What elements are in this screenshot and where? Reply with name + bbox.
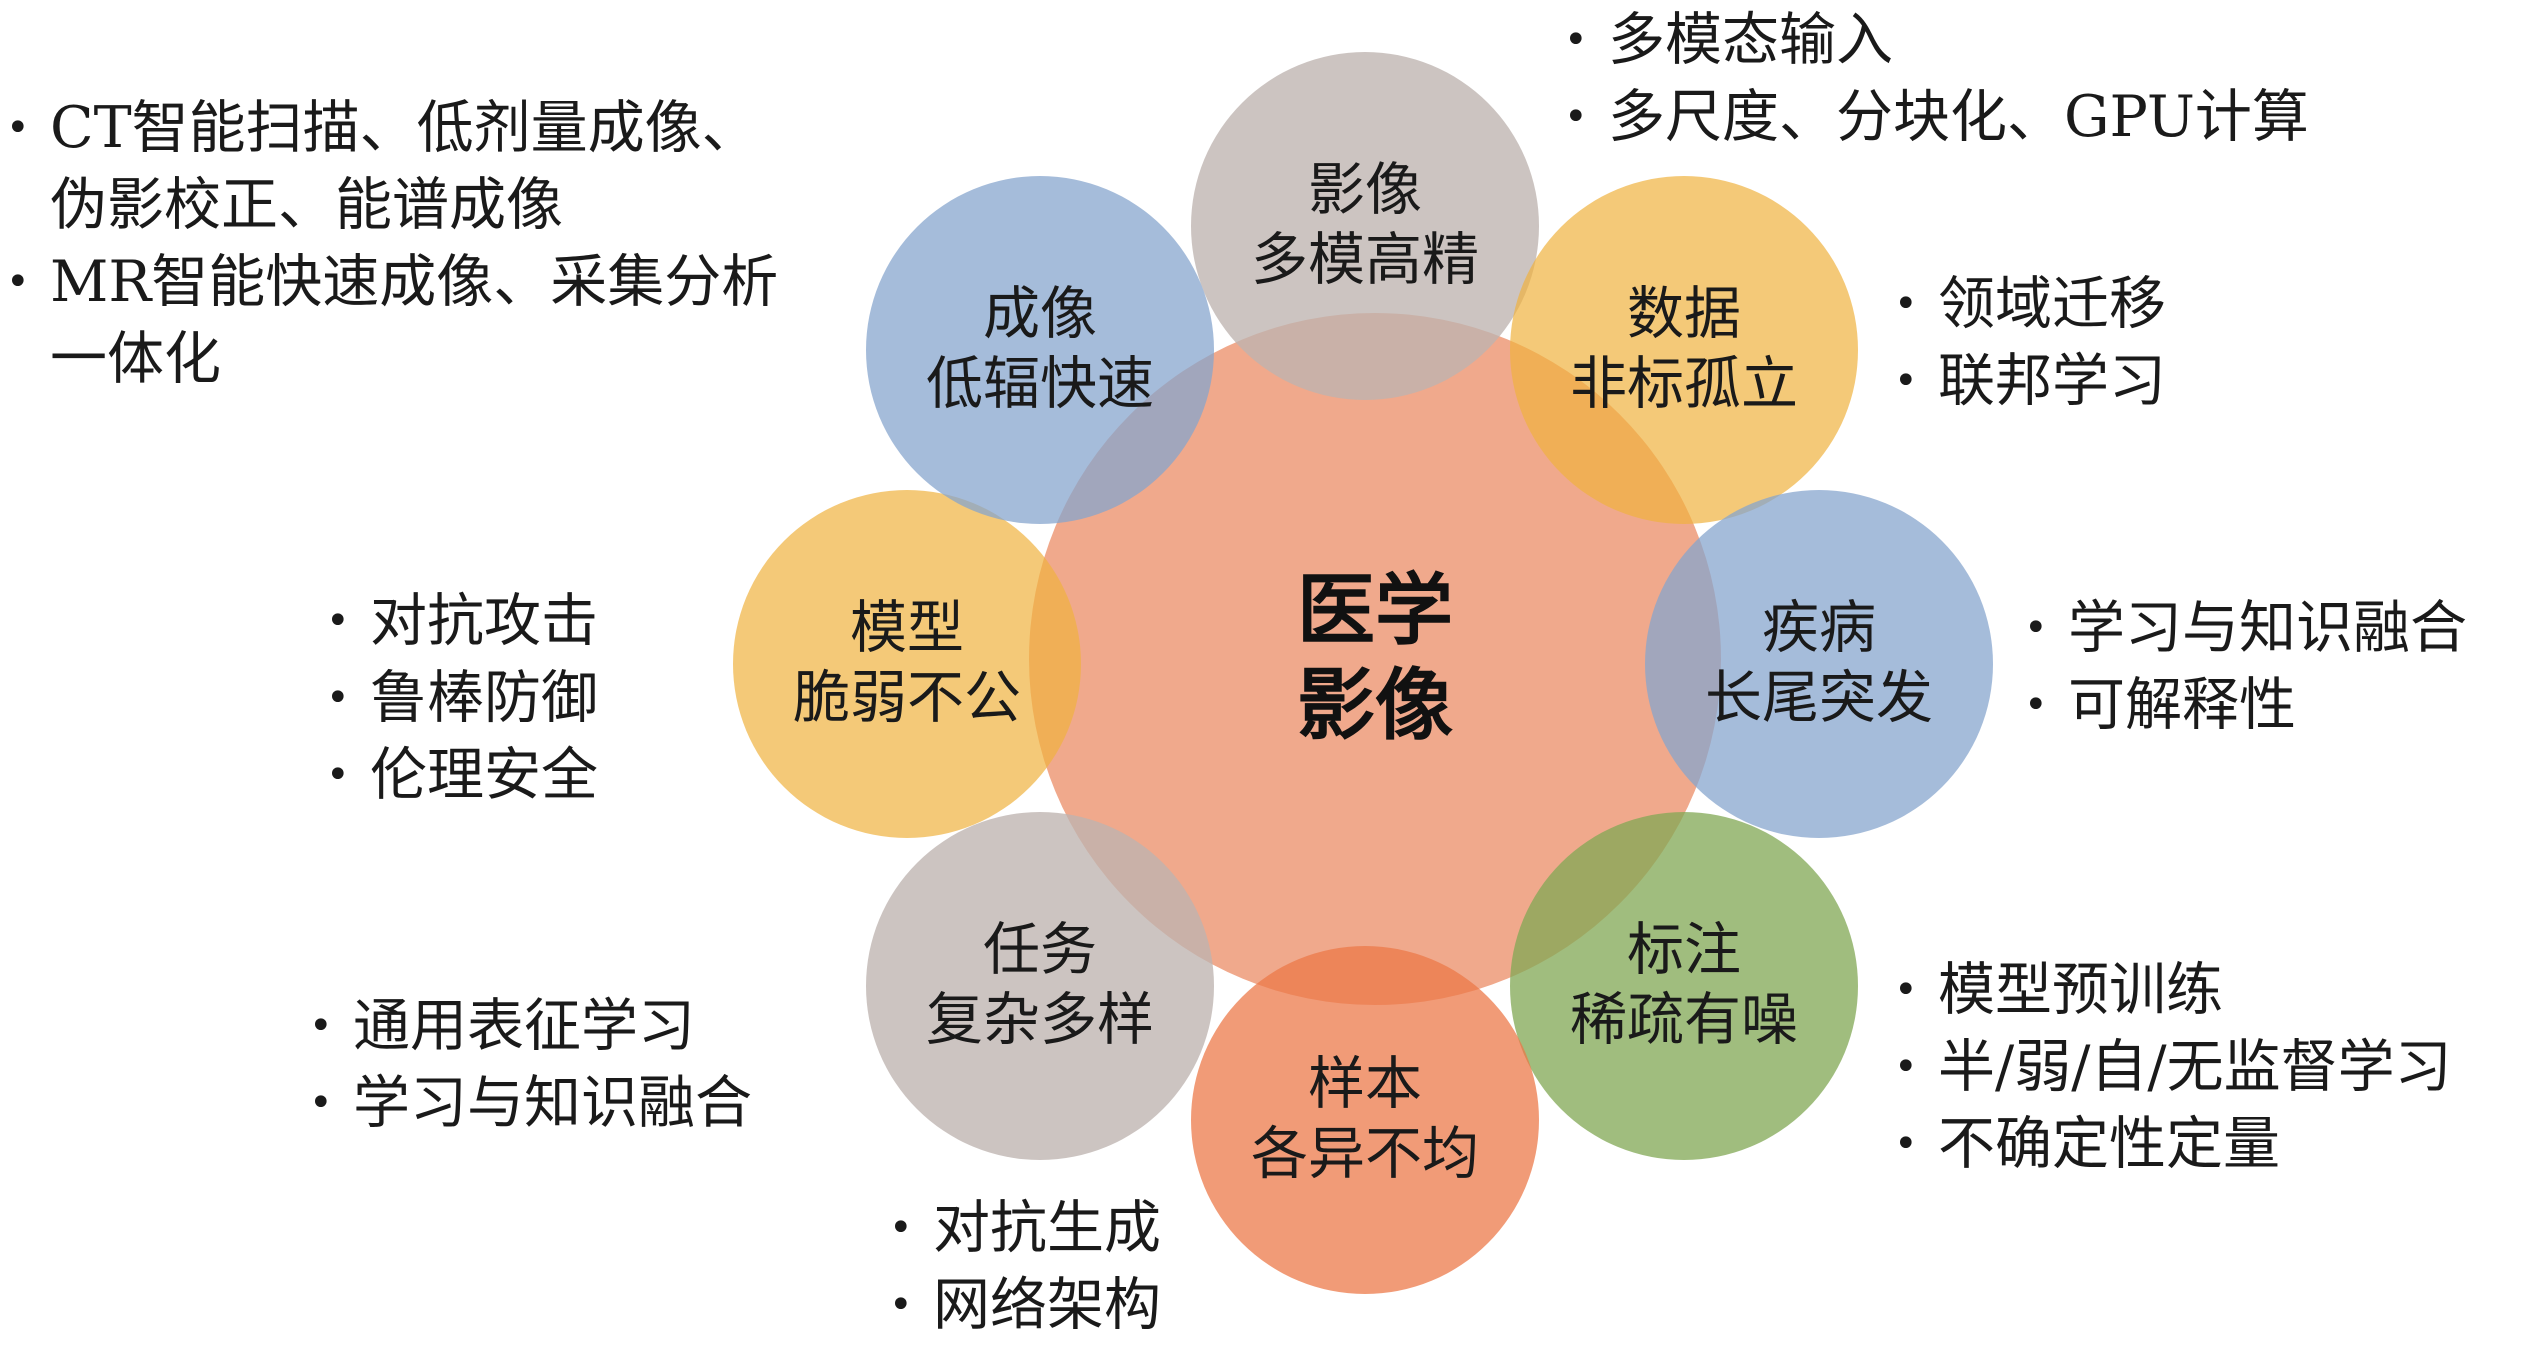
bullet-item: • 学习与知识融合 (305, 1065, 752, 1142)
bullet-dot: • (889, 1205, 913, 1251)
bullet-text: 联邦学习 (1938, 348, 2166, 414)
bullet-dot: • (1894, 281, 1918, 327)
bullet-text: 对抗生成 (933, 1195, 1161, 1261)
circle-data: 数据 非标孤立 (1510, 176, 1858, 524)
bullet-item: • 对抗攻击 (322, 583, 598, 660)
bullet-dot: • (309, 1003, 333, 1049)
circle-sample-line2: 各异不均 (1251, 1121, 1479, 1187)
circle-sample: 样本 各异不均 (1191, 946, 1539, 1294)
bullet-dot: • (2024, 682, 2048, 728)
bullet-dot: • (309, 1080, 333, 1126)
circle-task-line1: 任务 (983, 917, 1097, 984)
bullet-item: • 网络架构 (885, 1267, 1161, 1344)
bullet-dot: • (326, 752, 350, 798)
bullet-text: 学习与知识融合 (2068, 595, 2467, 661)
bullet-text: 对抗攻击 (370, 588, 598, 654)
circle-model-line2: 脆弱不公 (793, 665, 1021, 731)
bullet-item: • 通用表征学习 (305, 988, 752, 1065)
bullets-disease: • 学习与知识融合 • 可解释性 (2020, 590, 2467, 744)
bullet-dot: • (6, 105, 30, 151)
bullet-dot: • (326, 675, 350, 721)
bullet-item: • CT智能扫描、低剂量成像、伪影校正、能谱成像 (2, 90, 802, 244)
bullet-item: • 鲁棒防御 (322, 660, 598, 737)
bullets-annotation: • 模型预训练 • 半/弱/自/无监督学习 • 不确定性定量 (1890, 952, 2452, 1183)
bullets-model: • 对抗攻击 • 鲁棒防御 • 伦理安全 (322, 583, 598, 814)
bullet-text: 领域迁移 (1938, 271, 2166, 337)
bullets-imaging: • 多模态输入 • 多尺度、分块化、GPU计算 (1560, 2, 2309, 156)
circle-data-line1: 数据 (1627, 281, 1741, 348)
circle-annotation-line2: 稀疏有噪 (1570, 987, 1798, 1053)
bullet-item: • 可解释性 (2020, 667, 2467, 744)
circle-sample-line1: 样本 (1308, 1051, 1422, 1118)
bullet-item: • 模型预训练 (1890, 952, 2452, 1029)
circle-disease: 疾病 长尾突发 (1645, 490, 1993, 838)
bullet-text: 多模态输入 (1608, 7, 1893, 73)
bullets-acquisition: • CT智能扫描、低剂量成像、伪影校正、能谱成像 • MR智能快速成像、采集分析一体… (2, 90, 802, 398)
bullets-sample: • 对抗生成 • 网络架构 (885, 1190, 1161, 1344)
bullet-text: 多尺度、分块化、GPU计算 (1608, 84, 2309, 150)
bullet-dot: • (326, 598, 350, 644)
bullet-text: 可解释性 (2068, 672, 2296, 738)
bullet-text: MR智能快速成像、采集分析一体化 (50, 249, 779, 392)
bullet-item: • 领域迁移 (1890, 266, 2166, 343)
bullet-text: 不确定性定量 (1938, 1111, 2280, 1177)
bullet-text: 伦理安全 (370, 742, 598, 808)
bullets-task: • 通用表征学习 • 学习与知识融合 (305, 988, 752, 1142)
bullet-dot: • (2024, 605, 2048, 651)
circle-imaging: 影像 多模高精 (1191, 52, 1539, 400)
circle-acquisition: 成像 低辐快速 (866, 176, 1214, 524)
bullet-dot: • (1894, 1044, 1918, 1090)
bullet-text: CT智能扫描、低剂量成像、伪影校正、能谱成像 (50, 95, 759, 238)
bullet-text: 通用表征学习 (353, 993, 695, 1059)
bullet-text: 鲁棒防御 (370, 665, 598, 731)
bullet-dot: • (1564, 94, 1588, 140)
bullet-item: • 联邦学习 (1890, 343, 2166, 420)
bullet-item: • 多模态输入 (1560, 2, 2309, 79)
circle-data-line2: 非标孤立 (1570, 351, 1798, 417)
bullet-dot: • (889, 1282, 913, 1328)
circle-acquisition-line1: 成像 (983, 281, 1097, 348)
bullet-item: • MR智能快速成像、采集分析一体化 (2, 244, 802, 398)
bullet-dot: • (1894, 1121, 1918, 1167)
circle-annotation-line1: 标注 (1627, 917, 1741, 984)
bullet-item: • 半/弱/自/无监督学习 (1890, 1029, 2452, 1106)
bullet-dot: • (1564, 17, 1588, 63)
bullet-item: • 不确定性定量 (1890, 1106, 2452, 1183)
circle-disease-line2: 长尾突发 (1705, 665, 1933, 731)
bullet-item: • 伦理安全 (322, 737, 598, 814)
circle-annotation: 标注 稀疏有噪 (1510, 812, 1858, 1160)
bullet-item: • 多尺度、分块化、GPU计算 (1560, 79, 2309, 156)
circle-imaging-line2: 多模高精 (1251, 227, 1479, 293)
bullet-text: 模型预训练 (1938, 957, 2223, 1023)
bullet-text: 学习与知识融合 (353, 1070, 752, 1136)
bullets-data: • 领域迁移 • 联邦学习 (1890, 266, 2166, 420)
center-label-line2: 影像 (1296, 661, 1453, 751)
circle-imaging-line1: 影像 (1308, 157, 1422, 224)
bullet-dot: • (1894, 358, 1918, 404)
bullet-text: 网络架构 (933, 1272, 1161, 1338)
bullet-dot: • (6, 259, 30, 305)
circle-task-line2: 复杂多样 (926, 987, 1154, 1053)
bullet-item: • 对抗生成 (885, 1190, 1161, 1267)
circle-model-line1: 模型 (850, 595, 964, 662)
circle-task: 任务 复杂多样 (866, 812, 1214, 1160)
circle-disease-line1: 疾病 (1762, 595, 1876, 662)
center-label-line1: 医学 (1296, 565, 1453, 656)
circle-model: 模型 脆弱不公 (733, 490, 1081, 838)
bullet-item: • 学习与知识融合 (2020, 590, 2467, 667)
bullet-text: 半/弱/自/无监督学习 (1938, 1034, 2452, 1100)
bullet-dot: • (1894, 967, 1918, 1013)
circle-acquisition-line2: 低辐快速 (926, 351, 1154, 417)
